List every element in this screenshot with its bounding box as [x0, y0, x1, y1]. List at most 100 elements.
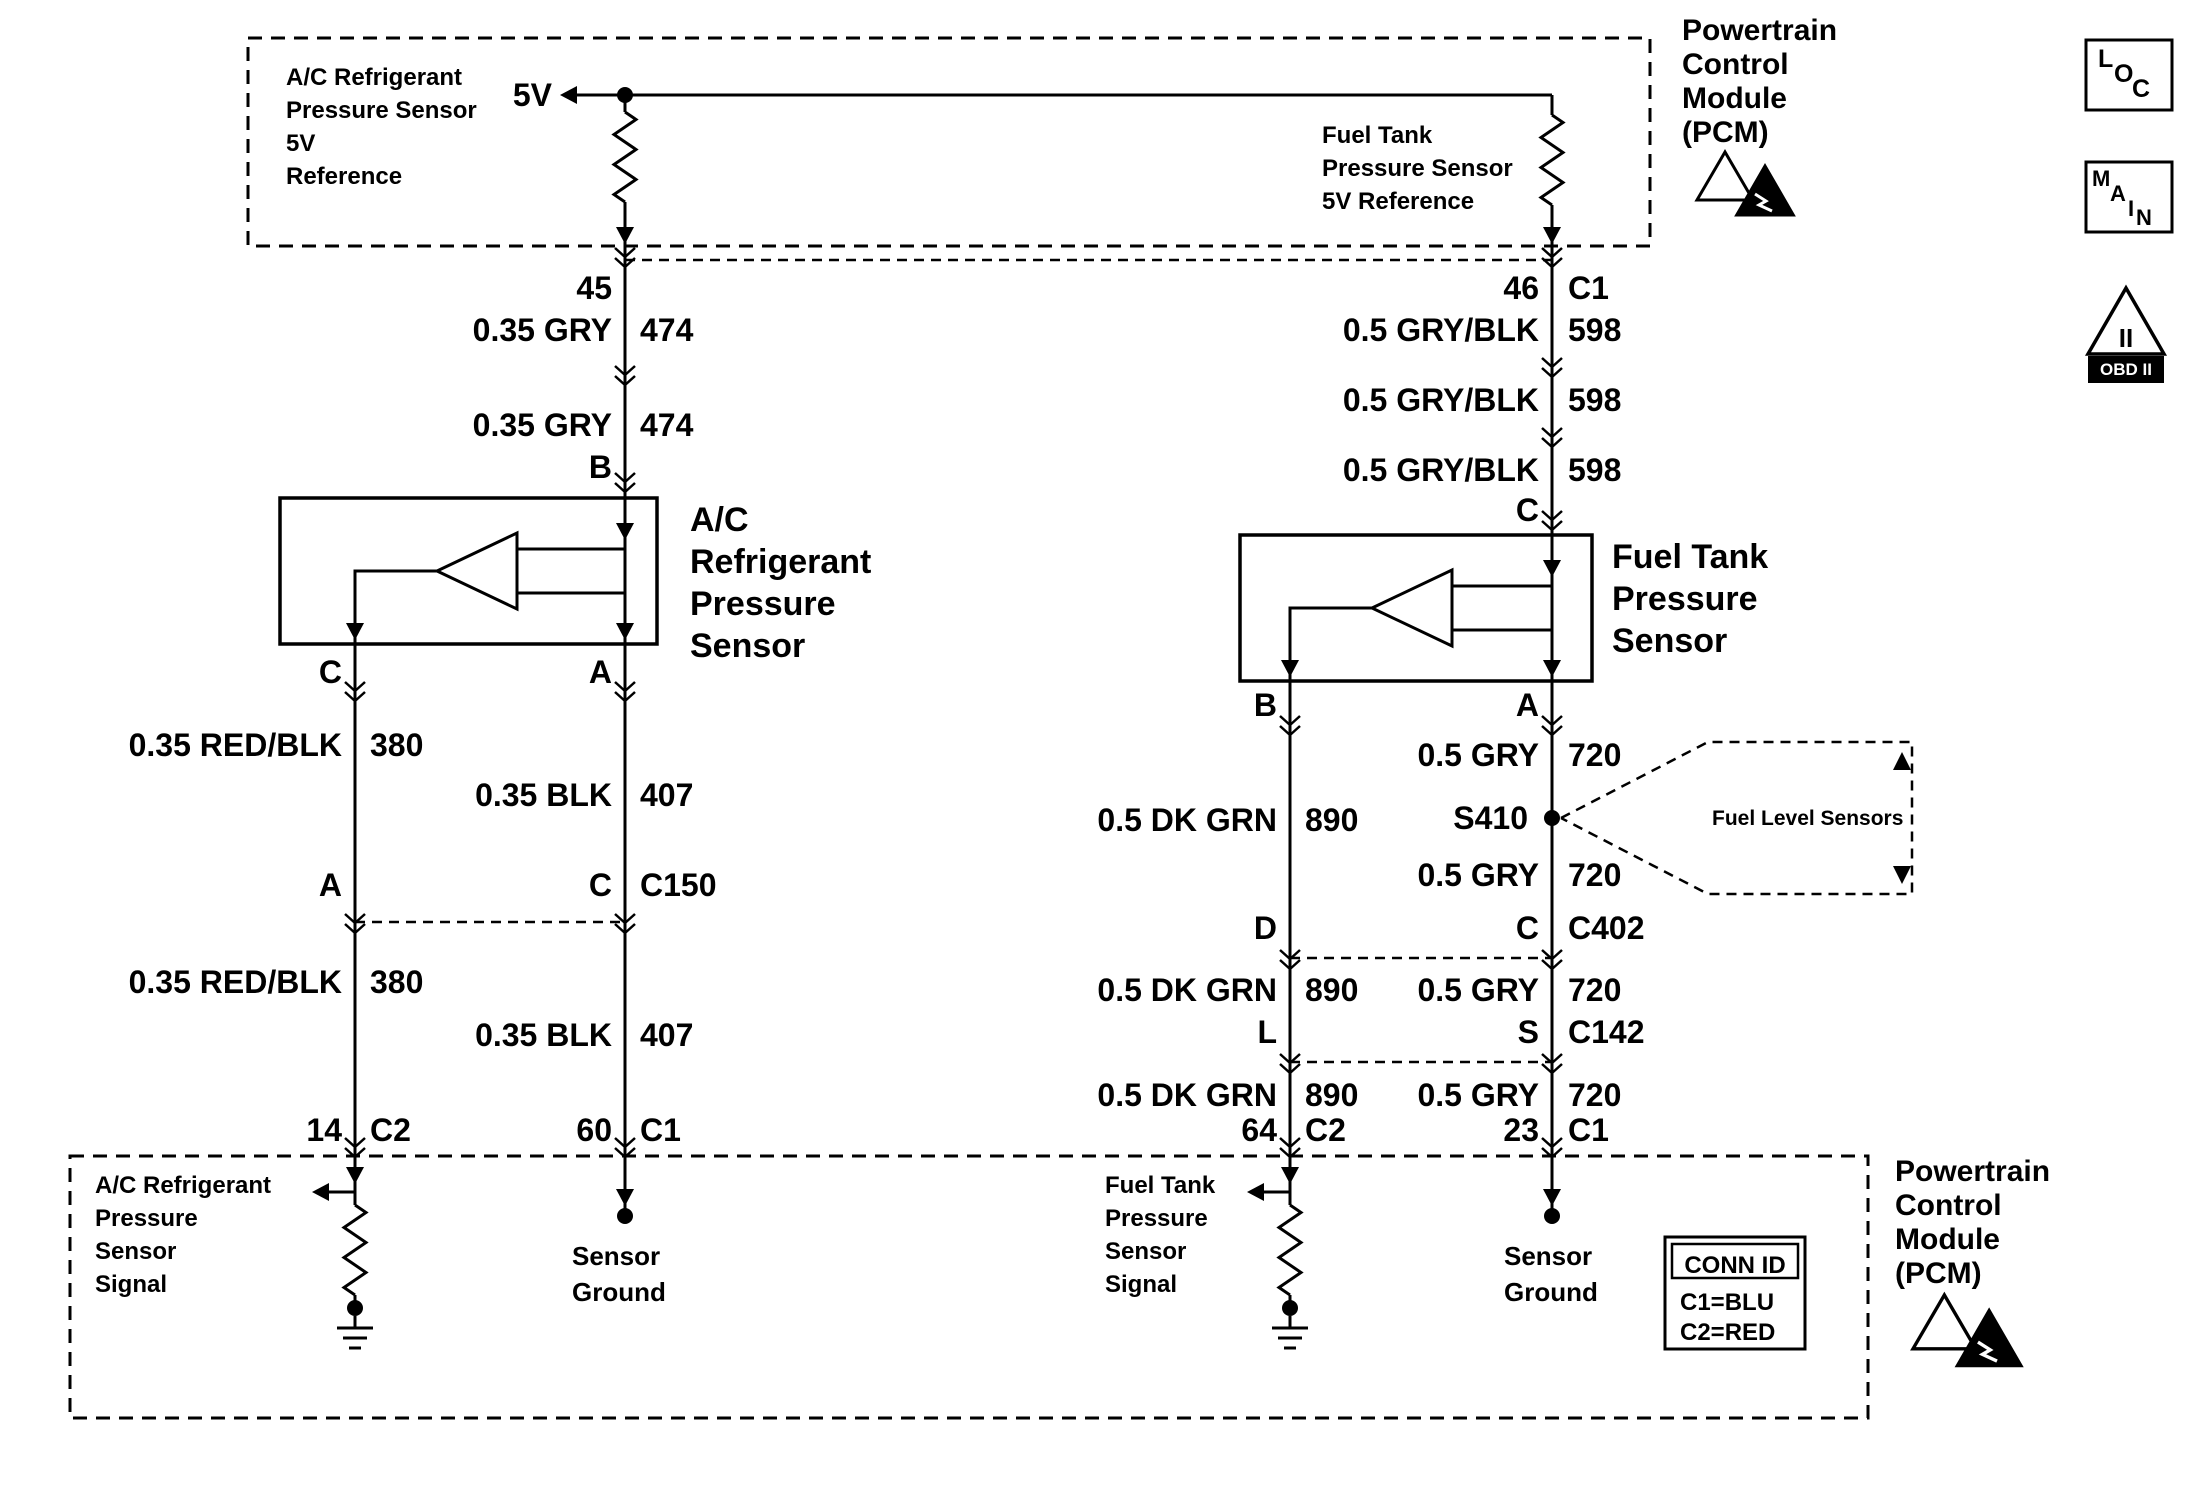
label-line: 5V Reference	[1322, 188, 1475, 215]
ground-icon	[335, 1314, 375, 1350]
s410-splice-dot	[1544, 810, 1560, 826]
label-line: Signal	[95, 1271, 168, 1298]
c150-pin-a-label: A	[318, 867, 342, 903]
conn-id-title: CONN ID	[1684, 1252, 1786, 1279]
arrow-down-icon	[1281, 660, 1299, 677]
ft-pin-a-label: A	[1515, 687, 1539, 723]
label-line: Powertrain	[1895, 1155, 2051, 1188]
fuel-level-sensors-label: Fuel Level Sensors	[1712, 807, 1904, 830]
main-letter: I	[2128, 196, 2135, 221]
arrow-down-icon	[616, 1189, 634, 1206]
ft-pin-b-label: B	[1253, 687, 1277, 723]
label-line: Module	[1895, 1223, 2000, 1256]
circuit-number: 720	[1568, 972, 1622, 1008]
dashed-outlines	[68, 36, 1914, 1420]
ac-signal-wire	[353, 569, 437, 1308]
label-line: A/C Refrigerant	[286, 64, 463, 91]
label-line: A/C	[690, 501, 749, 539]
obd-triangle-label: II	[2118, 323, 2134, 353]
label-line: (PCM)	[1682, 116, 1769, 149]
pcm-top-outline	[246, 36, 1652, 248]
conn-id-c2-row: C2=RED	[1680, 1319, 1776, 1346]
pin-23-label: 23	[1503, 1112, 1539, 1148]
ac-sensor-box	[278, 496, 659, 646]
label-line: Signal	[1105, 1271, 1178, 1298]
label-line: Control	[1682, 48, 1789, 81]
loc-letter: C	[2132, 75, 2151, 103]
pcm-top-title: Powertrain Control Module (PCM)	[1682, 14, 1837, 150]
ground-symbols	[335, 1314, 1310, 1350]
ground-dot	[1282, 1300, 1298, 1316]
pcm-bottom-outline	[68, 1154, 1870, 1420]
label-line: Sensor	[690, 627, 806, 665]
ft-sensor-amplifier-icon	[1368, 567, 1454, 649]
ft-sensor-box	[1238, 533, 1594, 683]
pin-14-label: 14	[306, 1112, 342, 1148]
pin-60-label: 60	[576, 1112, 612, 1148]
label-line: Pressure Sensor	[1322, 155, 1513, 182]
wire-label: 0.35 BLK	[475, 777, 612, 813]
arrow-down-icon	[1543, 227, 1561, 244]
arrow-down-icon	[346, 1167, 364, 1184]
ac-5v-reference-label: A/C Refrigerant Pressure Sensor 5V Refer…	[286, 61, 477, 193]
conn-id-box	[1663, 1235, 1807, 1351]
wire-label: 0.5 GRY	[1417, 972, 1539, 1008]
circuit-number: 890	[1305, 802, 1359, 838]
wire-label: 0.5 GRY	[1417, 1077, 1539, 1113]
connector-c150-label: C150	[640, 867, 717, 903]
label-line: Pressure	[1612, 580, 1758, 618]
supply-5v-label: 5V	[512, 77, 552, 113]
c150-pin-c-label: C	[588, 867, 612, 903]
ac-sensor-internal-links	[517, 547, 625, 595]
connector-c142-label: C142	[1568, 1014, 1645, 1050]
label-line: Pressure	[95, 1205, 198, 1232]
arrow-down-icon	[616, 227, 634, 244]
arrow-down-icon	[616, 623, 634, 640]
ft-signal-arrow-icon	[1247, 1183, 1264, 1201]
ac-signal-label: A/C Refrigerant Pressure Sensor Signal	[95, 1169, 271, 1301]
c142-pin-l-label: L	[1257, 1014, 1277, 1050]
conn-id-c1-row: C1=BLU	[1680, 1289, 1775, 1316]
ac-5v-resistor-icon	[612, 110, 638, 204]
connector-c2-label: C2	[1305, 1112, 1346, 1148]
connector-c1-label: C1	[640, 1112, 681, 1148]
label-line: A/C Refrigerant	[95, 1172, 272, 1199]
wire-label: 0.5 GRY/BLK	[1342, 312, 1539, 348]
ac-signal-resistor-icon	[342, 1203, 368, 1297]
pcm-bottom-title: Powertrain Control Module (PCM)	[1895, 1155, 2050, 1291]
connector-c2-label: C2	[370, 1112, 411, 1148]
ac-sensor-name: A/C Refrigerant Pressure Sensor	[690, 499, 871, 667]
ground-icon	[1270, 1314, 1310, 1350]
ft-signal-resistor-icon	[1277, 1203, 1303, 1297]
main-letter: M	[2092, 166, 2111, 191]
wires	[318, 93, 1554, 1308]
arrow-down-icon	[1543, 660, 1561, 677]
ft-sensor-internal-links	[1452, 584, 1552, 632]
triangle-up-icon	[1893, 752, 1911, 770]
label-line: Ground	[1504, 1277, 1598, 1307]
wire-label: 0.5 DK GRN	[1097, 972, 1277, 1008]
circuit-number: 474	[640, 312, 694, 348]
connector-c1-label: C1	[1568, 1112, 1609, 1148]
wire-label: 0.35 GRY	[472, 312, 612, 348]
circuit-number: 720	[1568, 737, 1622, 773]
ac-pin-a-label: A	[588, 654, 612, 690]
circuit-number: 598	[1568, 382, 1622, 418]
label-line: (PCM)	[1895, 1257, 1982, 1290]
connector-c402-label: C402	[1568, 910, 1645, 946]
label-line: Powertrain	[1682, 14, 1838, 47]
conn-id-header-box	[1670, 1242, 1800, 1280]
obd-symbol	[2084, 284, 2168, 383]
obd-banner-box	[2088, 356, 2164, 383]
circuit-number: 407	[640, 777, 694, 813]
esd-warning-icon	[1911, 1293, 2025, 1369]
pin-45-label: 45	[576, 270, 612, 306]
label-line: Control	[1895, 1189, 2002, 1222]
fuel-level-sensors-outline	[1560, 740, 1914, 896]
splice-s410-label: S410	[1453, 800, 1528, 836]
label-line: Sensor	[1612, 622, 1728, 660]
circuit-number: 598	[1568, 452, 1622, 488]
pin-b-label: B	[588, 449, 612, 485]
ground-dot	[347, 1300, 363, 1316]
